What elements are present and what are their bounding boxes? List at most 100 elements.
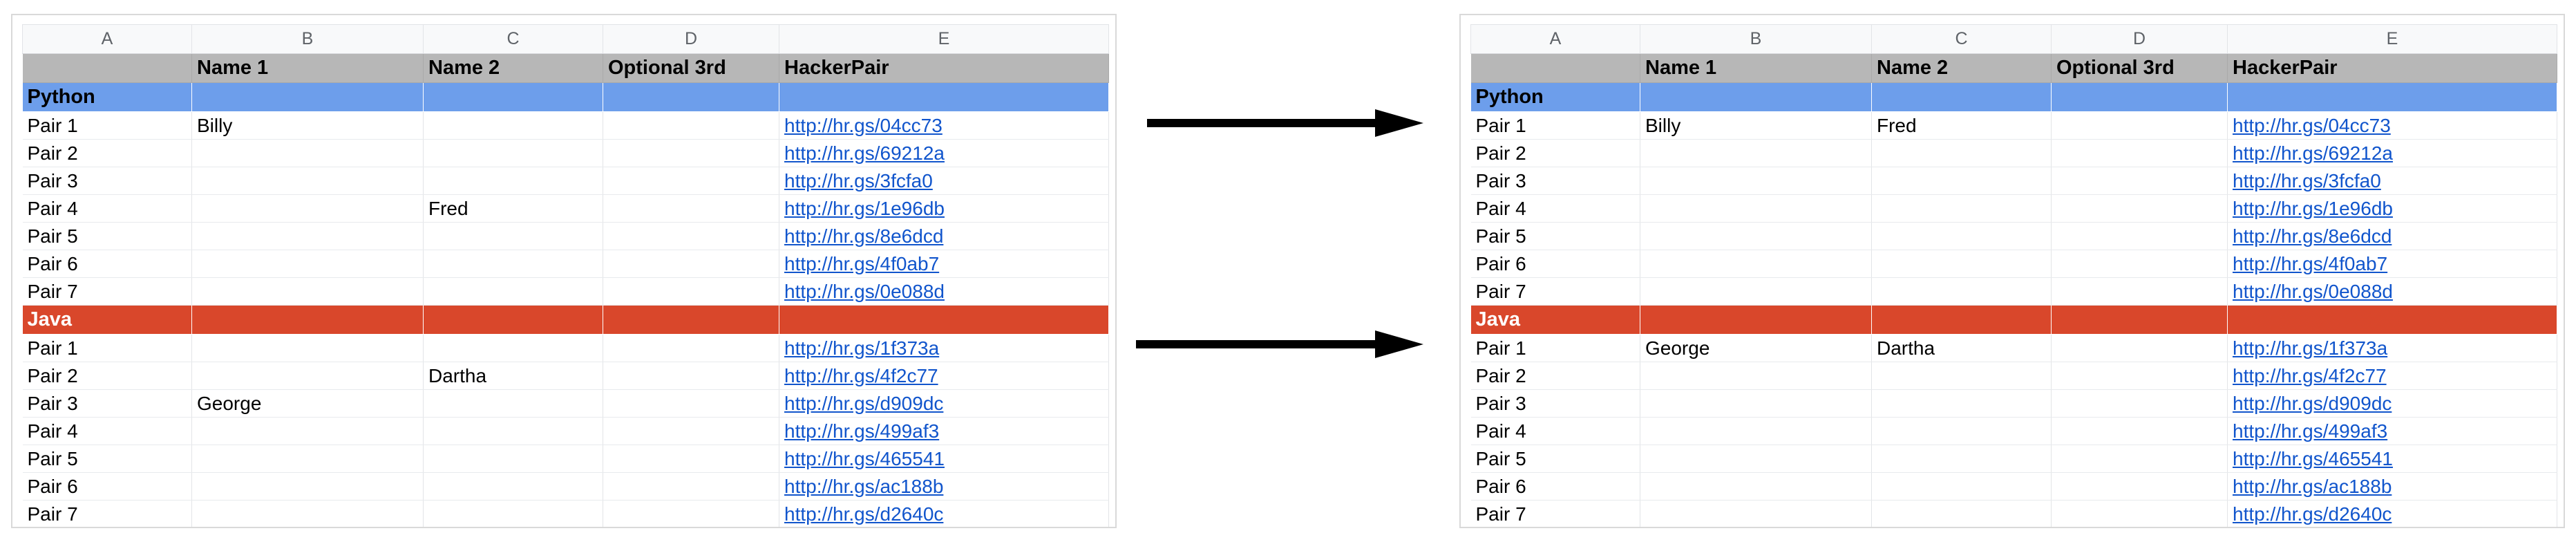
pair-label-cell[interactable]: Pair 3 — [1470, 167, 1640, 195]
hackerpair-link[interactable]: http://hr.gs/ac188b — [2233, 475, 2392, 497]
name2-cell[interactable] — [423, 250, 603, 278]
section-banner-java[interactable]: Java — [1470, 305, 2557, 335]
pair-label-cell[interactable]: Pair 5 — [22, 222, 192, 250]
table-row[interactable]: Pair 2 http://hr.gs/4f2c77 — [1470, 362, 2557, 390]
name2-cell[interactable] — [1871, 445, 2052, 473]
section-banner-cell[interactable] — [423, 82, 603, 112]
name1-cell[interactable] — [1640, 222, 1872, 250]
pair-label-cell[interactable]: Pair 6 — [1470, 250, 1640, 278]
name1-cell[interactable] — [191, 194, 424, 223]
pair-label-cell[interactable]: Pair 7 — [1470, 500, 1640, 527]
name1-cell[interactable] — [191, 362, 424, 390]
pair-label-cell[interactable]: Pair 1 — [22, 111, 192, 140]
name2-cell[interactable] — [423, 472, 603, 501]
pair-label-cell[interactable]: Pair 2 — [1470, 362, 1640, 390]
hackerpair-link-cell[interactable]: http://hr.gs/4f2c77 — [779, 362, 1109, 390]
pair-label-cell[interactable]: Pair 5 — [1470, 445, 1640, 473]
hackerpair-link[interactable]: http://hr.gs/4f2c77 — [2233, 364, 2387, 386]
table-row[interactable]: Pair 3 http://hr.gs/3fcfa0 — [1470, 167, 2557, 195]
section-banner-cell[interactable] — [191, 82, 424, 112]
optional3rd-cell[interactable] — [2051, 472, 2228, 501]
section-banner-cell[interactable] — [2051, 305, 2228, 335]
hackerpair-link[interactable]: http://hr.gs/499af3 — [784, 420, 940, 442]
name2-cell[interactable] — [1871, 222, 2052, 250]
field-header-cell[interactable]: Name 1 — [191, 53, 424, 83]
pair-label-cell[interactable]: Pair 6 — [22, 250, 192, 278]
pair-label-cell[interactable]: Pair 1 — [1470, 334, 1640, 362]
name2-cell[interactable] — [1871, 194, 2052, 223]
name1-cell[interactable]: Billy — [191, 111, 424, 140]
name2-cell[interactable] — [1871, 500, 2052, 527]
name2-cell[interactable]: Fred — [1871, 111, 2052, 140]
column-header-b[interactable]: B — [191, 24, 424, 54]
name1-cell[interactable] — [191, 222, 424, 250]
hackerpair-link-cell[interactable]: http://hr.gs/69212a — [2227, 139, 2557, 167]
section-banner-cell[interactable] — [2051, 82, 2228, 112]
section-banner-cell[interactable] — [1640, 82, 1872, 112]
name2-cell[interactable] — [423, 167, 603, 195]
hackerpair-link[interactable]: http://hr.gs/1f373a — [2233, 337, 2388, 359]
optional3rd-cell[interactable] — [2051, 277, 2228, 306]
name1-cell[interactable] — [1640, 500, 1872, 527]
name1-cell[interactable]: Billy — [1640, 111, 1872, 140]
name2-cell[interactable] — [423, 139, 603, 167]
hackerpair-link-cell[interactable]: http://hr.gs/1f373a — [2227, 334, 2557, 362]
name2-cell[interactable] — [1871, 250, 2052, 278]
section-banner-cell[interactable] — [2227, 82, 2557, 112]
hackerpair-link-cell[interactable]: http://hr.gs/3fcfa0 — [2227, 167, 2557, 195]
hackerpair-link[interactable]: http://hr.gs/4f0ab7 — [2233, 252, 2388, 274]
optional3rd-cell[interactable] — [603, 417, 779, 445]
hackerpair-link-cell[interactable]: http://hr.gs/d2640c — [779, 500, 1109, 527]
name2-cell[interactable] — [423, 500, 603, 527]
pair-label-cell[interactable]: Pair 4 — [1470, 417, 1640, 445]
name2-cell[interactable] — [423, 417, 603, 445]
column-header-d[interactable]: D — [603, 24, 779, 54]
field-header-cell[interactable] — [1470, 53, 1640, 83]
optional3rd-cell[interactable] — [603, 111, 779, 140]
name2-cell[interactable] — [1871, 389, 2052, 418]
name1-cell[interactable] — [191, 277, 424, 306]
section-banner-cell[interactable] — [603, 305, 779, 335]
hackerpair-link[interactable]: http://hr.gs/d2640c — [784, 503, 944, 525]
optional3rd-cell[interactable] — [603, 334, 779, 362]
hackerpair-link[interactable]: http://hr.gs/ac188b — [784, 475, 944, 497]
pair-label-cell[interactable]: Pair 3 — [22, 389, 192, 418]
optional3rd-cell[interactable] — [2051, 500, 2228, 527]
hackerpair-link[interactable]: http://hr.gs/69212a — [2233, 142, 2393, 164]
column-header-e[interactable]: E — [2227, 24, 2557, 54]
name1-cell[interactable] — [1640, 362, 1872, 390]
hackerpair-link-cell[interactable]: http://hr.gs/1e96db — [2227, 194, 2557, 223]
hackerpair-link[interactable]: http://hr.gs/1e96db — [2233, 197, 2393, 219]
hackerpair-link-cell[interactable]: http://hr.gs/8e6dcd — [2227, 222, 2557, 250]
name1-cell[interactable] — [1640, 194, 1872, 223]
table-row[interactable]: Pair 5 http://hr.gs/8e6dcd — [1470, 222, 2557, 250]
column-header-d[interactable]: D — [2051, 24, 2228, 54]
name1-cell[interactable] — [1640, 445, 1872, 473]
name2-cell[interactable] — [423, 277, 603, 306]
optional3rd-cell[interactable] — [2051, 250, 2228, 278]
pair-label-cell[interactable]: Pair 2 — [22, 139, 192, 167]
name1-cell[interactable] — [191, 445, 424, 473]
optional3rd-cell[interactable] — [2051, 194, 2228, 223]
hackerpair-link[interactable]: http://hr.gs/465541 — [784, 447, 945, 469]
pair-label-cell[interactable]: Pair 5 — [1470, 222, 1640, 250]
hackerpair-link-cell[interactable]: http://hr.gs/ac188b — [2227, 472, 2557, 501]
name2-cell[interactable] — [423, 334, 603, 362]
section-banner-cell[interactable] — [423, 305, 603, 335]
section-banner-cell[interactable] — [779, 82, 1109, 112]
pair-label-cell[interactable]: Pair 1 — [22, 334, 192, 362]
hackerpair-link-cell[interactable]: http://hr.gs/d909dc — [2227, 389, 2557, 418]
section-banner-python[interactable]: Python — [22, 82, 1109, 112]
hackerpair-link-cell[interactable]: http://hr.gs/d909dc — [779, 389, 1109, 418]
optional3rd-cell[interactable] — [2051, 222, 2228, 250]
